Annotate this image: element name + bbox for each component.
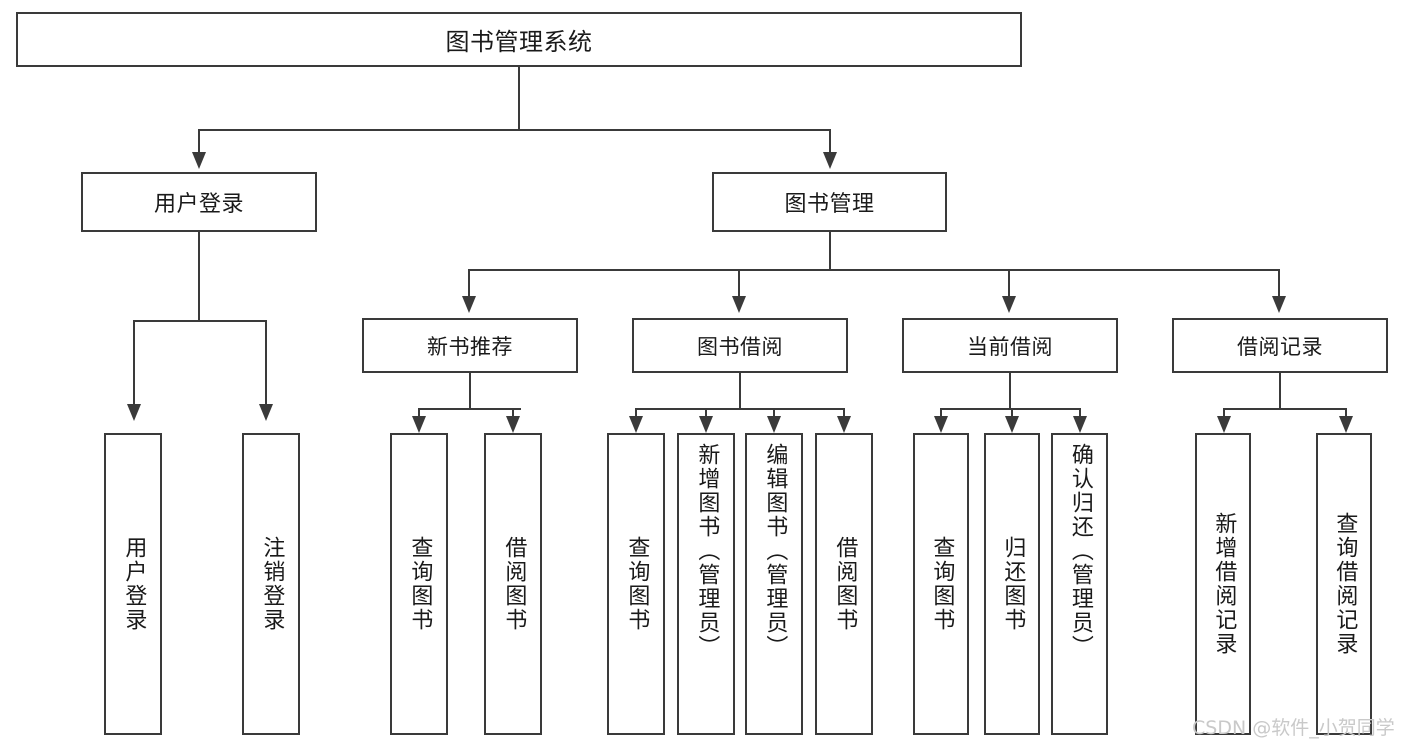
connector-new-book-bar xyxy=(418,408,521,410)
node-new-book-recommend[interactable]: 新书推荐 xyxy=(362,318,578,373)
arrow-to-book-manage xyxy=(823,152,837,169)
node-label: 当前借阅 xyxy=(967,334,1053,359)
connector-new-book-drop-2 xyxy=(512,408,514,419)
connector-current-borrow-drop-2 xyxy=(1011,408,1013,419)
connector-book-borrow-drop-2 xyxy=(705,408,707,419)
arrow-leaf-confirm-return xyxy=(1073,416,1087,433)
connector-new-book-stem xyxy=(469,373,471,409)
connector-current-borrow-drop-1 xyxy=(940,408,942,419)
connector-to-new-book xyxy=(468,269,470,297)
node-label: 查询图书 xyxy=(929,536,955,632)
arrow-leaf-borrow-book-2 xyxy=(837,416,851,433)
connector-book-borrow-drop-4 xyxy=(843,408,845,419)
node-label: 查询借阅记录 xyxy=(1332,512,1358,656)
connector-to-current-borrow xyxy=(1008,269,1010,297)
arrow-to-book-borrow xyxy=(732,296,746,313)
leaf-borrow-book-2[interactable]: 借阅图书 xyxy=(815,433,873,735)
arrow-leaf-query-book-2 xyxy=(629,416,643,433)
node-label: 归还图书 xyxy=(1000,536,1026,632)
arrow-leaf-query-record xyxy=(1339,416,1353,433)
node-current-borrow[interactable]: 当前借阅 xyxy=(902,318,1118,373)
connector-borrow-record-stem xyxy=(1279,373,1281,409)
csdn-watermark: CSDN @软件_小贺同学 xyxy=(1192,717,1395,739)
connector-root-stem xyxy=(518,67,520,130)
arrow-leaf-borrow-book-1 xyxy=(506,416,520,433)
leaf-return-book[interactable]: 归还图书 xyxy=(984,433,1040,735)
connector-to-book-manage xyxy=(829,129,831,154)
leaf-edit-book[interactable]: 编辑图书（管理员） xyxy=(745,433,803,735)
connector-level1-bar xyxy=(198,129,830,131)
leaf-query-book-1[interactable]: 查询图书 xyxy=(390,433,448,735)
leaf-confirm-return[interactable]: 确认归还（管理员） xyxy=(1051,433,1108,735)
connector-borrow-record-drop-2 xyxy=(1345,408,1347,419)
leaf-query-record[interactable]: 查询借阅记录 xyxy=(1316,433,1372,735)
connector-to-borrow-record xyxy=(1278,269,1280,297)
connector-book-borrow-stem xyxy=(739,373,741,409)
arrow-leaf-add-book xyxy=(699,416,713,433)
arrow-to-current-borrow xyxy=(1002,296,1016,313)
node-borrow-record[interactable]: 借阅记录 xyxy=(1172,318,1388,373)
arrow-leaf-add-record xyxy=(1217,416,1231,433)
node-label: 查询图书 xyxy=(407,536,433,632)
arrow-leaf-query-book-1 xyxy=(412,416,426,433)
arrow-leaf-return-book xyxy=(1005,416,1019,433)
arrow-to-new-book-recommend xyxy=(462,296,476,313)
node-label: 用户登录 xyxy=(121,536,147,632)
connector-current-borrow-bar xyxy=(940,408,1079,410)
node-label: 借阅记录 xyxy=(1237,334,1323,359)
node-label: 图书管理 xyxy=(784,192,875,217)
arrow-leaf-user-login xyxy=(127,404,141,421)
leaf-add-book[interactable]: 新增图书（管理员） xyxy=(677,433,735,735)
node-root[interactable]: 图书管理系统 xyxy=(16,12,1022,67)
connector-current-borrow-drop-3 xyxy=(1079,408,1081,419)
node-label: 借阅图书 xyxy=(501,536,527,632)
node-label: 新书推荐 xyxy=(427,334,513,359)
node-user-login[interactable]: 用户登录 xyxy=(81,172,317,232)
connector-level2-bar xyxy=(468,269,1279,271)
node-label: 借阅图书 xyxy=(832,536,858,632)
node-label: 确认归还（管理员） xyxy=(1067,443,1093,659)
connector-new-book-drop-1 xyxy=(418,408,420,419)
node-book-manage[interactable]: 图书管理 xyxy=(712,172,947,232)
connector-book-borrow-drop-1 xyxy=(635,408,637,419)
connector-user-login-drop-2 xyxy=(265,320,267,405)
node-label: 新增借阅记录 xyxy=(1211,512,1237,656)
node-label: 注销登录 xyxy=(259,536,285,632)
node-label: 查询图书 xyxy=(624,536,650,632)
connector-book-borrow-bar xyxy=(635,408,844,410)
node-label: 图书管理系统 xyxy=(445,28,593,56)
leaf-query-book-3[interactable]: 查询图书 xyxy=(913,433,969,735)
node-label: 新增图书（管理员） xyxy=(694,443,720,659)
leaf-add-record[interactable]: 新增借阅记录 xyxy=(1195,433,1251,735)
leaf-user-login[interactable]: 用户登录 xyxy=(104,433,162,735)
connector-user-login-stem xyxy=(198,232,200,322)
connector-borrow-record-bar xyxy=(1223,408,1345,410)
connector-borrow-record-drop-1 xyxy=(1223,408,1225,419)
connector-book-borrow-drop-3 xyxy=(773,408,775,419)
node-book-borrow[interactable]: 图书借阅 xyxy=(632,318,848,373)
arrow-leaf-logout xyxy=(259,404,273,421)
connector-current-borrow-stem xyxy=(1009,373,1011,409)
node-label: 编辑图书（管理员） xyxy=(762,443,788,659)
leaf-query-book-2[interactable]: 查询图书 xyxy=(607,433,665,735)
connector-book-manage-stem xyxy=(829,232,831,270)
node-label: 用户登录 xyxy=(153,192,244,217)
connector-to-book-borrow xyxy=(738,269,740,297)
arrow-to-user-login xyxy=(192,152,206,169)
arrow-leaf-edit-book xyxy=(767,416,781,433)
connector-to-user-login xyxy=(198,129,200,154)
arrow-to-borrow-record xyxy=(1272,296,1286,313)
leaf-logout[interactable]: 注销登录 xyxy=(242,433,300,735)
arrow-leaf-query-book-3 xyxy=(934,416,948,433)
connector-user-login-bar xyxy=(133,320,265,322)
leaf-borrow-book-1[interactable]: 借阅图书 xyxy=(484,433,542,735)
connector-user-login-drop-1 xyxy=(133,320,135,405)
node-label: 图书借阅 xyxy=(697,334,783,359)
